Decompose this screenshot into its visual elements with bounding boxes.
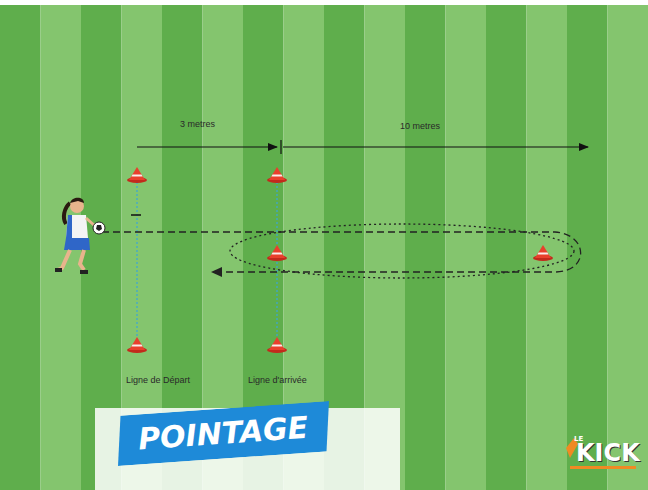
player-figure — [55, 198, 105, 272]
cone — [267, 245, 287, 261]
line-label: Ligne d'arrivée — [248, 376, 307, 386]
distance-label: 3 metres — [180, 120, 215, 130]
start-dash — [131, 214, 141, 216]
cone — [127, 337, 147, 353]
distance-arrow — [283, 146, 588, 147]
distance-arrow — [137, 146, 277, 147]
line-label: Ligne de Départ — [126, 376, 190, 386]
finish-line — [276, 182, 277, 342]
cone — [267, 337, 287, 353]
tick-mark — [280, 140, 281, 154]
cone — [533, 245, 553, 261]
logo-underline — [570, 466, 636, 469]
logo-text: KICK — [576, 440, 640, 466]
banner-fill — [115, 401, 333, 466]
run-path — [102, 232, 581, 272]
distance-label: 10 metres — [400, 122, 440, 132]
start-line — [136, 182, 137, 342]
cone — [127, 167, 147, 183]
top-border — [0, 0, 648, 5]
cone — [267, 167, 287, 183]
dribble-loop — [230, 224, 574, 278]
